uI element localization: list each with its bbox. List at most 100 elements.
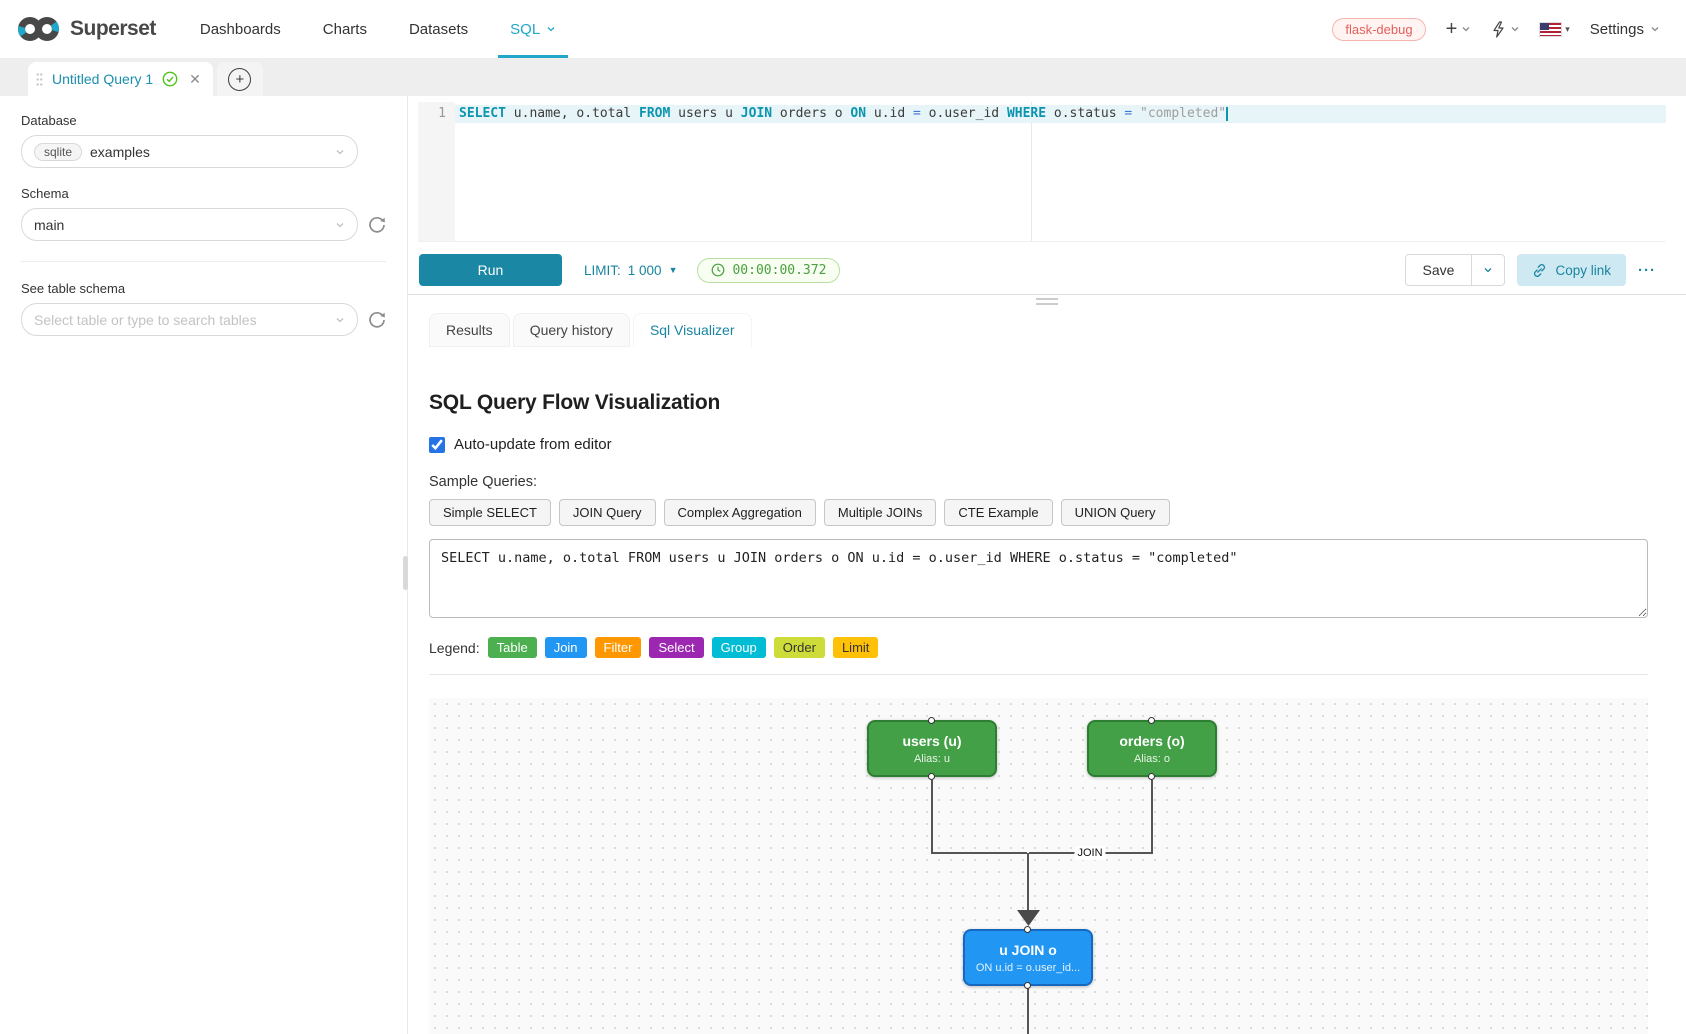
toolbar-right: Save Copy link ··· [1404, 254, 1656, 286]
refresh-tables-icon[interactable] [368, 311, 386, 329]
sample-button-simple-select[interactable]: Simple SELECT [429, 499, 551, 526]
plus-icon: + [1445, 18, 1458, 40]
code-token: "completed" [1140, 106, 1227, 121]
link-icon [1534, 263, 1546, 277]
node-port-bottom[interactable] [928, 773, 935, 780]
code-token: SELECT [459, 106, 506, 121]
sidebar-resize-handle[interactable] [403, 556, 408, 590]
drag-handle-icon[interactable] [36, 72, 43, 86]
flow-diagram-canvas[interactable]: users (u)Alias: u orders (o)Alias: o u JOI… [429, 698, 1648, 1034]
auto-update-checkbox[interactable] [429, 436, 445, 453]
nav-item-label: Dashboards [199, 20, 281, 38]
save-button[interactable]: Save [1404, 254, 1473, 286]
close-tab-icon[interactable]: ✕ [189, 70, 201, 87]
copy-link-button[interactable]: Copy link [1517, 254, 1626, 286]
code-token: u.name, o.total [505, 106, 640, 121]
node-port-top[interactable] [1024, 926, 1031, 933]
panel-divider [429, 674, 1648, 675]
pane-resize-handle[interactable] [1036, 298, 1058, 305]
sql-editor[interactable]: 1 SELECT u.name, o.total FROM users u JO… [418, 102, 1666, 242]
language-picker[interactable]: ▾ [1540, 22, 1570, 36]
clock-icon [712, 263, 725, 277]
page-body: Database sqlite examples Schema main See… [0, 96, 1686, 1034]
flow-edge [931, 780, 1027, 854]
new-tab-area: + [216, 62, 263, 96]
flow-node-users[interactable]: users (u)Alias: u [867, 717, 997, 780]
nav-item-datasets[interactable]: Datasets [409, 0, 468, 58]
result-tab-query-history[interactable]: Query history [512, 313, 630, 347]
code-token: FROM [639, 106, 671, 121]
node-subtitle: Alias: o [1133, 752, 1171, 765]
superset-logo[interactable]: Superset [16, 13, 156, 45]
sample-button-cte-example[interactable]: CTE Example [944, 499, 1053, 526]
add-menu-button[interactable]: + [1446, 19, 1472, 39]
timer-value: 00:00:00.372 [732, 262, 827, 278]
table-select-placeholder: Select table or type to search tables [34, 311, 257, 328]
copy-link-label: Copy link [1555, 262, 1611, 278]
refresh-schemas-icon[interactable] [368, 216, 386, 234]
flow-node-orders[interactable]: orders (o)Alias: o [1087, 717, 1217, 780]
sqllab-main: 1 SELECT u.name, o.total FROM users u JO… [408, 96, 1686, 1034]
nav-item-label: Charts [322, 20, 367, 38]
caret-down-icon: ▾ [1565, 23, 1570, 34]
node-port-bottom[interactable] [1148, 773, 1155, 780]
query-search-button[interactable] [1491, 20, 1520, 38]
editor-gutter: 1 [418, 102, 455, 241]
chevron-down-icon [547, 27, 555, 32]
schema-select[interactable]: main [21, 208, 358, 241]
query-timer: 00:00:00.372 [697, 257, 841, 283]
auto-update-label: Auto-update from editor [454, 436, 612, 453]
more-actions-button[interactable]: ··· [1638, 261, 1656, 279]
settings-menu[interactable]: Settings [1590, 21, 1660, 38]
navbar-right: flask-debug + ▾ Settings [1332, 17, 1660, 41]
nav-item-label: Datasets [408, 20, 469, 38]
sample-queries-label: Sample Queries: [429, 474, 537, 490]
node-port-top[interactable] [1148, 717, 1155, 724]
caret-down-icon: ▼ [668, 265, 678, 275]
new-tab-button[interactable]: + [228, 67, 252, 91]
sample-button-join-query[interactable]: JOIN Query [558, 499, 656, 526]
legend-chip-limit: Limit [832, 637, 879, 658]
chevron-down-icon [336, 317, 344, 322]
node-port-top[interactable] [928, 717, 935, 724]
chevron-down-icon [1485, 268, 1492, 273]
result-tab-results[interactable]: Results [429, 313, 510, 347]
schema-value: main [34, 216, 65, 233]
query-tab-bar: Untitled Query 1 ✕ + [0, 58, 1686, 96]
editor-toolbar: Run LIMIT: 1 000 ▼ 00:00:00.372 Save [419, 254, 1656, 286]
nav-item-dashboards[interactable]: Dashboards [200, 0, 281, 58]
sample-button-complex-aggregation[interactable]: Complex Aggregation [663, 499, 816, 526]
query-tab-active[interactable]: Untitled Query 1 ✕ [28, 62, 213, 96]
node-title: users (u) [902, 732, 962, 749]
nav-item-sql[interactable]: SQL [498, 0, 569, 58]
limit-dropdown[interactable]: LIMIT: 1 000 ▼ [584, 263, 677, 278]
flow-edges [931, 780, 1153, 1034]
visualizer-query-input[interactable]: SELECT u.name, o.total FROM users u JOIN… [429, 539, 1648, 618]
sample-query-buttons: Simple SELECT JOIN Query Complex Aggregati… [429, 499, 1648, 526]
schema-label: Schema [21, 186, 69, 201]
sample-button-multiple-joins[interactable]: Multiple JOINs [823, 499, 937, 526]
database-value: examples [90, 143, 150, 160]
brand-name: Superset [70, 17, 156, 40]
nav-item-charts[interactable]: Charts [323, 0, 367, 58]
database-select[interactable]: sqlite examples [21, 135, 358, 168]
superset-infinity-icon [18, 17, 59, 41]
code-token: WHERE [1006, 106, 1047, 121]
chevron-down-icon [1462, 27, 1470, 32]
editor-code-area[interactable]: SELECT u.name, o.total FROM users u JOIN… [455, 102, 1666, 241]
run-button[interactable]: Run [419, 254, 562, 286]
result-tab-sql-visualizer[interactable]: Sql Visualizer [632, 313, 752, 347]
code-token: users u [670, 106, 741, 121]
sample-button-union-query[interactable]: UNION Query [1060, 499, 1170, 526]
database-engine-tag: sqlite [34, 142, 83, 161]
table-select[interactable]: Select table or type to search tables [21, 303, 358, 336]
code-token: orders o [772, 106, 851, 121]
auto-update-row[interactable]: Auto-update from editor [429, 436, 1648, 453]
node-port-bottom[interactable] [1024, 982, 1031, 989]
node-subtitle: ON u.id = o.user_id... [975, 961, 1081, 974]
save-dropdown-button[interactable] [1472, 254, 1506, 286]
visualizer-title: SQL Query Flow Visualization [429, 391, 721, 414]
